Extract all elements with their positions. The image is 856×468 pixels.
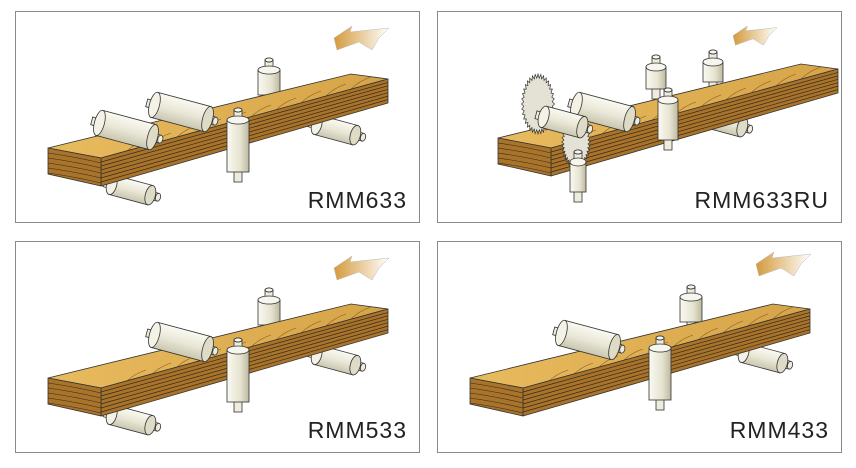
wood-grain <box>300 320 322 334</box>
wood-ring <box>497 147 552 159</box>
wood-ring <box>47 152 102 164</box>
wood-ring <box>469 387 524 399</box>
wood-grain <box>700 94 722 108</box>
bottom-roller <box>102 404 162 436</box>
panel-rmm633ru: RMM633RU <box>437 11 842 223</box>
wood-ring <box>47 172 102 184</box>
wood-ring <box>47 167 102 179</box>
wood-ring <box>469 402 524 414</box>
panel-rmm533: RMM533 <box>15 241 420 453</box>
wood-grain <box>750 80 772 94</box>
model-label: RMM633RU <box>694 187 829 213</box>
wood-ring <box>47 162 102 174</box>
front-vertical-roller <box>648 335 672 411</box>
back-vertical-roller <box>645 54 667 100</box>
wood-end-face <box>47 147 102 187</box>
wood-ring <box>497 162 552 174</box>
wood-grain <box>250 104 272 118</box>
wood-ring <box>469 397 524 409</box>
front-vertical-roller <box>226 107 250 183</box>
wood-ring <box>47 387 102 399</box>
wood-grain-line <box>550 75 839 157</box>
wood-grain <box>300 90 322 104</box>
wood-ring <box>469 382 524 394</box>
wood-end-face <box>47 377 102 417</box>
wood-ring <box>497 152 552 164</box>
machine-illustration <box>497 25 839 203</box>
wood-grain <box>350 306 372 320</box>
wood-grain <box>325 83 347 97</box>
wood-grain-line <box>550 72 839 153</box>
feed-direction-arrow-icon <box>333 25 390 51</box>
wood-grain <box>800 66 822 80</box>
saw-arbor <box>534 105 594 139</box>
feed-direction-arrow-icon <box>732 25 778 46</box>
wood-grain <box>325 313 347 327</box>
panel-rmm433: RMM433 <box>437 241 842 453</box>
panel-rmm633: RMM633 <box>15 11 420 223</box>
wood-grain <box>697 327 719 341</box>
bottom-roller <box>102 174 162 206</box>
front-vertical-roller <box>226 337 250 413</box>
back-vertical-roller <box>679 284 703 333</box>
wood-grain <box>725 87 747 101</box>
wood-ring <box>47 157 102 169</box>
wood-end-face <box>469 377 524 417</box>
wood-grain <box>275 97 297 111</box>
machine-illustration <box>47 255 390 436</box>
wood-ring <box>47 392 102 404</box>
model-label: RMM433 <box>729 417 829 443</box>
wood-grain-line <box>550 89 839 173</box>
feed-direction-arrow-icon <box>333 255 390 281</box>
top-roller <box>552 319 626 361</box>
wood-grain <box>275 327 297 341</box>
wood-ring <box>47 382 102 394</box>
front-vertical-roller <box>657 87 679 151</box>
machine-illustration <box>47 25 390 206</box>
wood-ring <box>497 157 552 169</box>
saw-arbor-vertical <box>569 149 587 203</box>
wood-ring <box>47 402 102 414</box>
wood-grain <box>350 76 372 90</box>
wood-grain-line <box>550 85 839 169</box>
model-label: RMM533 <box>307 417 407 443</box>
wood-grain <box>775 73 797 87</box>
top-roller <box>145 321 219 363</box>
back-vertical-roller <box>702 49 724 93</box>
top-roller <box>90 109 164 151</box>
wood-grain-line <box>550 78 839 161</box>
wood-ring <box>497 142 552 154</box>
model-label: RMM633 <box>307 187 407 213</box>
wood-grain <box>722 320 744 334</box>
wood-grain <box>672 334 694 348</box>
wood-grain <box>250 334 272 348</box>
wood-ring <box>469 392 524 404</box>
wood-grain <box>747 313 769 327</box>
wood-grain-line <box>550 82 839 165</box>
wood-grain <box>772 306 794 320</box>
top-roller <box>145 91 219 133</box>
back-vertical-roller <box>257 287 281 336</box>
machine-illustration <box>469 251 812 417</box>
wood-ring <box>47 397 102 409</box>
feed-direction-arrow-icon <box>755 251 812 277</box>
wood-end-face <box>497 137 552 177</box>
top-roller <box>567 91 641 133</box>
